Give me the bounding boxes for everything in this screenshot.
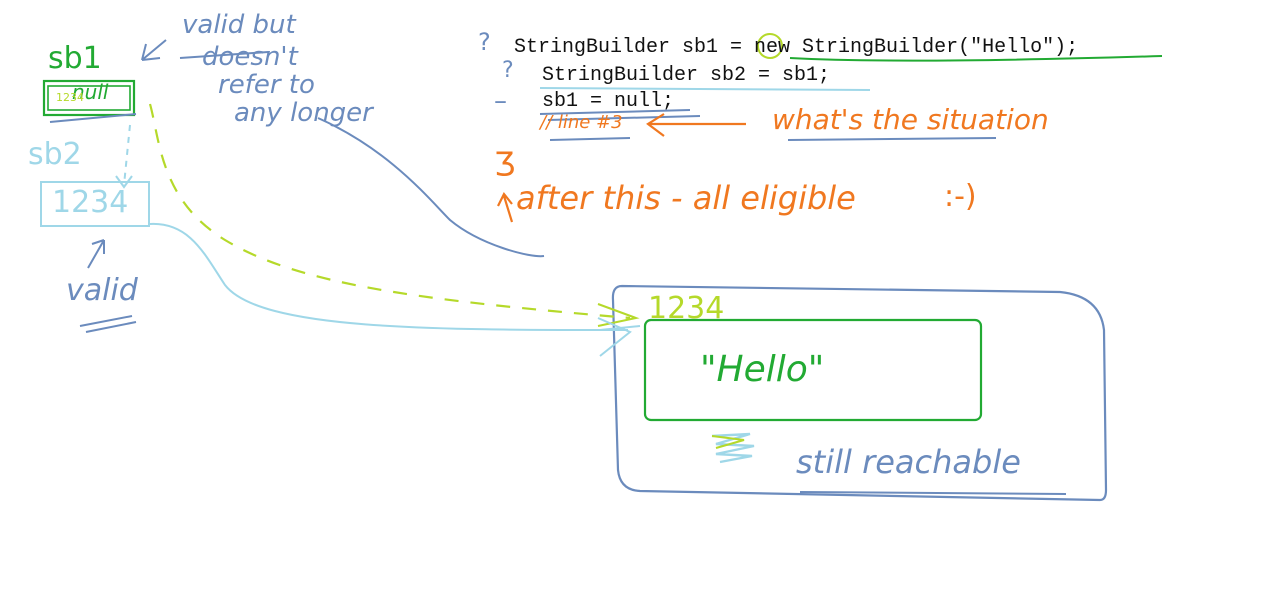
after-this-label: after this - all eligible: [516, 179, 856, 217]
sb1-box: [42, 79, 136, 117]
assignment-circle: [757, 33, 783, 59]
situation-underline: [787, 137, 997, 141]
question-mark-2: ?: [502, 58, 514, 83]
note-underline: [179, 51, 269, 59]
heap-address-tick: [599, 325, 641, 331]
valid-label: valid: [66, 273, 138, 308]
line-marker: // line #3: [540, 112, 623, 133]
note-to-code-curve: [317, 117, 545, 258]
code-underline-3: [539, 109, 701, 121]
dash-marker: –: [494, 86, 507, 116]
brace-marker: Ʒ: [494, 145, 516, 183]
sb2-label: sb2: [28, 137, 82, 172]
valid-arrow: [87, 239, 105, 269]
marker-underline: [549, 137, 631, 141]
sb1-to-sb2-arrowhead: [115, 175, 133, 189]
question-mark-1: ?: [478, 28, 491, 56]
sb2-arrowhead: [597, 317, 632, 357]
note-arrow: [141, 39, 167, 61]
reachable-underline: [799, 491, 1067, 495]
note-line-3: refer to: [218, 70, 315, 100]
sb1-value: null: [72, 80, 109, 104]
hello-object-box: [643, 318, 983, 422]
sb2-value: 1234: [52, 185, 129, 220]
smiley: :-): [944, 179, 977, 214]
code-line-1: StringBuilder sb1 = new StringBuilder("H…: [514, 36, 1079, 59]
sb1-box-inner: [47, 85, 131, 111]
code-line-3: sb1 = null;: [542, 90, 675, 113]
valid-underline: [79, 315, 137, 333]
note-line-4: any longer: [234, 98, 373, 128]
hello-object-label: "Hello": [700, 349, 825, 390]
code-underline-2: [539, 87, 871, 91]
note-line-1: valid but: [182, 10, 296, 40]
sb1-reference-dashed-arrow: [148, 103, 631, 320]
heap-address: 1234: [648, 291, 725, 326]
heap-box: [611, 284, 1108, 502]
sb2-reference-arrow: [149, 222, 629, 331]
situation-arrow: [646, 113, 746, 137]
note-line-2: doesn't: [202, 42, 298, 72]
sb1-label: sb1: [48, 41, 102, 76]
gc-scribble: [711, 432, 755, 464]
situation-label: what's the situation: [772, 103, 1049, 136]
after-this-arrow: [497, 191, 514, 223]
sb2-box: [40, 181, 150, 227]
sb1-old-value: 1234: [56, 91, 84, 104]
code-underline-1: [789, 55, 1163, 62]
sb1-underline: [49, 113, 137, 123]
code-line-2: StringBuilder sb2 = sb1;: [542, 64, 831, 87]
gc-scribble-green: [711, 435, 745, 449]
sb1-to-sb2-dashed-arrow: [123, 124, 131, 186]
still-reachable-label: still reachable: [796, 443, 1021, 481]
